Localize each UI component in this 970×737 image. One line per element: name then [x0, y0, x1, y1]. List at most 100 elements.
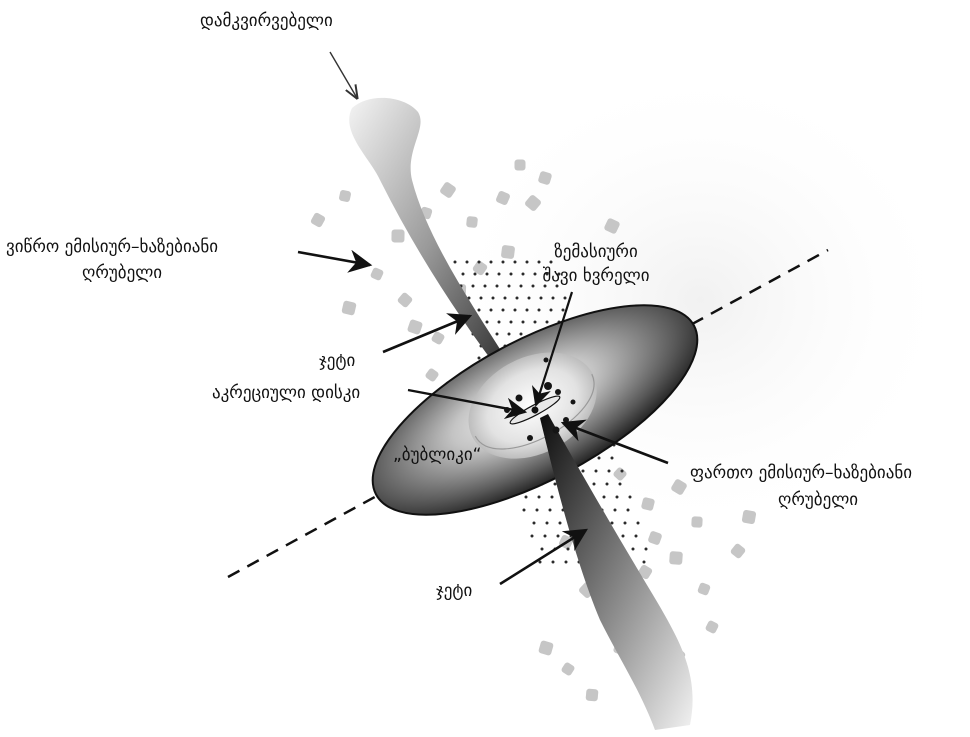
dust-dot — [643, 561, 646, 564]
dust-dot — [546, 321, 549, 324]
label-accretion-disk: აკრეციული დისკი — [212, 383, 360, 403]
dust-dot — [478, 309, 481, 312]
dust-dot — [546, 522, 549, 525]
label-observer: დამკვირვებელი — [200, 11, 333, 31]
dust-dot — [522, 273, 525, 276]
cloud-blob — [560, 661, 575, 676]
dust-dot — [523, 509, 526, 512]
dust-dot — [504, 297, 507, 300]
cloud-blob — [397, 292, 414, 309]
dust-dot — [486, 273, 489, 276]
dust-dot — [616, 496, 619, 499]
dust-dot — [490, 309, 493, 312]
dust-dot — [614, 509, 617, 512]
dust-dot — [550, 261, 553, 264]
dust-dot — [478, 261, 481, 264]
dust-dot — [565, 561, 568, 564]
dust-dot — [508, 285, 511, 288]
dust-dot — [486, 321, 489, 324]
dust-dot — [557, 535, 560, 538]
dust-dot — [480, 297, 483, 300]
dust-dot — [514, 261, 517, 264]
dust-dot — [498, 273, 501, 276]
dust-dot — [567, 548, 570, 551]
cloud-blob — [338, 189, 351, 202]
dust-dot — [466, 261, 469, 264]
dust-dot — [526, 309, 529, 312]
dust-dot — [603, 496, 606, 499]
label-black-hole-line2: შავი ხვრელი — [542, 266, 649, 286]
dust-dot — [611, 457, 614, 460]
cloud-blob — [515, 160, 526, 171]
dust-dot — [533, 522, 536, 525]
dust-dot — [549, 509, 552, 512]
dust-dot — [528, 297, 531, 300]
cloud-blob — [741, 509, 756, 524]
dust-dot — [531, 535, 534, 538]
dust-dot — [534, 321, 537, 324]
dust-dot — [606, 483, 609, 486]
dust-dot — [637, 522, 640, 525]
dust-dot — [582, 470, 585, 473]
dust-dot — [508, 333, 511, 336]
arrow-observer — [330, 52, 357, 98]
dust-dot — [622, 535, 625, 538]
cloud-blob — [669, 551, 683, 565]
dust-dot — [552, 561, 555, 564]
dust-dot — [472, 285, 475, 288]
dust-dot — [593, 483, 596, 486]
dust-dot — [627, 509, 630, 512]
dust-dot — [608, 470, 611, 473]
dust-dot — [564, 297, 567, 300]
cloud-blob — [341, 300, 357, 316]
dust-dot — [635, 535, 638, 538]
dust-dot — [462, 273, 465, 276]
dust-dot — [496, 285, 499, 288]
label-jet-top: ჯეტი — [319, 351, 355, 371]
dust-dot — [522, 321, 525, 324]
arrow-jet-bottom — [500, 530, 586, 584]
dust-dot — [554, 483, 557, 486]
dust-dot — [562, 309, 565, 312]
cloud-blob — [466, 216, 478, 228]
dust-dot — [632, 548, 635, 551]
dust-dot — [496, 333, 499, 336]
cloud-blob — [585, 688, 598, 701]
cloud-blob — [310, 212, 326, 228]
dust-dot — [536, 509, 539, 512]
cloud-blob — [697, 582, 711, 596]
dust-dot — [532, 285, 535, 288]
arrow-narrow-line-region — [298, 252, 370, 265]
cloud-blob — [538, 640, 554, 656]
cloud-blob — [439, 181, 457, 199]
dust-dot — [525, 496, 528, 499]
dust-dot — [538, 496, 541, 499]
label-narrow-line-region-line2: ღრუბელი — [82, 263, 162, 283]
dust-dot — [490, 261, 493, 264]
cloud-blob — [370, 267, 385, 282]
dust-dot — [544, 535, 547, 538]
cloud-blob — [424, 367, 439, 382]
cloud-blob — [691, 516, 703, 528]
dust-dot — [514, 309, 517, 312]
dust-dot — [645, 548, 648, 551]
dust-dot — [492, 297, 495, 300]
dust-dot — [534, 273, 537, 276]
dust-dot — [454, 261, 457, 264]
label-broad-line-region-line2: ღრუბელი — [778, 490, 858, 510]
dust-dot — [510, 321, 513, 324]
dust-dot — [619, 483, 622, 486]
cloud-blob — [501, 245, 515, 259]
dust-dot — [541, 548, 544, 551]
dust-dot — [498, 321, 501, 324]
label-narrow-line-region-line1: ვიწრო ემისიურ–ხაზებიანი — [6, 237, 218, 257]
cloud-blob — [391, 229, 404, 242]
dust-dot — [540, 297, 543, 300]
dust-dot — [516, 297, 519, 300]
label-jet-bottom: ჯეტი — [436, 581, 472, 601]
cloud-blob — [705, 620, 720, 635]
label-torus: „ბუბლიკი“ — [393, 445, 481, 465]
dust-dot — [624, 522, 627, 525]
dust-dot — [550, 309, 553, 312]
